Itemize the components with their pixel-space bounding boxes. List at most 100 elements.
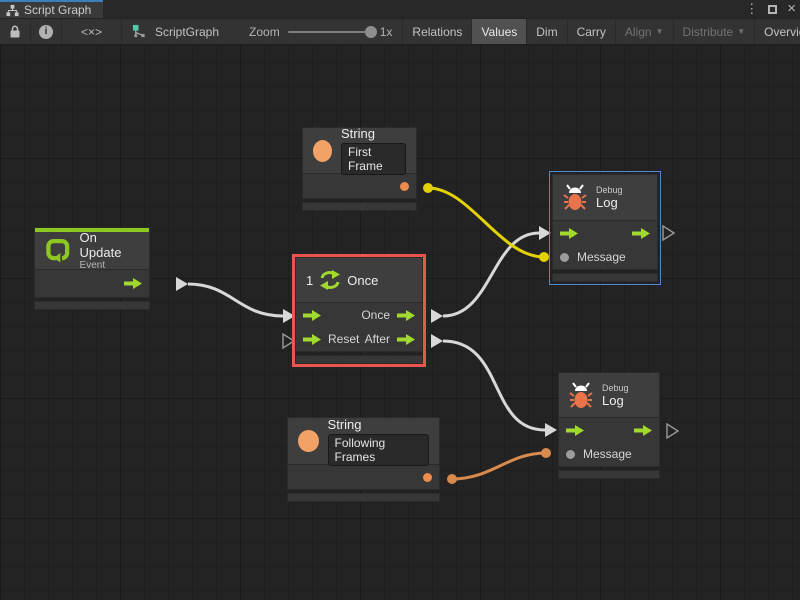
code-view-button[interactable]: <×>	[62, 19, 122, 44]
info-icon: i	[39, 24, 53, 39]
maximize-icon[interactable]	[768, 4, 778, 14]
node-title: String	[340, 126, 375, 141]
node-surtitle: Debug	[602, 382, 629, 393]
zoom-slider-knob[interactable]	[364, 25, 377, 38]
selection-outline-red: 1 Once Once	[292, 254, 426, 367]
once-out-connector[interactable]	[431, 309, 443, 323]
node-title: Log	[596, 195, 618, 210]
message-top-in-connector[interactable]	[539, 252, 549, 262]
zoom-slider[interactable]	[287, 25, 377, 38]
port-label-after: After	[364, 332, 390, 346]
align-button[interactable]: Align ▼	[616, 19, 674, 44]
port-label-message: Message	[583, 447, 632, 461]
relations-button[interactable]: Relations	[403, 19, 473, 44]
node-title: String	[327, 416, 362, 432]
once-count-badge: 1	[306, 272, 314, 288]
debug-bottom-enter-connector[interactable]	[545, 423, 557, 437]
node-surtitle: Debug	[596, 185, 623, 195]
port-label-once: Once	[361, 308, 390, 322]
event-accent-bar	[34, 227, 150, 232]
string-following-out-connector[interactable]	[447, 474, 457, 484]
values-button[interactable]: Values	[472, 19, 528, 44]
bug-icon	[569, 381, 593, 408]
wire-string-following-to-message	[451, 451, 547, 481]
window-menu-icon[interactable]: ⋮	[745, 1, 759, 16]
port-label-message: Message	[577, 250, 626, 264]
flow-output-port[interactable]	[634, 424, 652, 436]
tab-label: Script Graph	[24, 3, 92, 17]
graph-name-label: ScriptGraph	[155, 24, 220, 39]
lock-button[interactable]	[0, 19, 31, 44]
node-debug-log-top[interactable]: Debug Log Message	[552, 174, 658, 282]
string-value-field[interactable]: First Frame	[340, 143, 406, 175]
debug-top-enter-connector[interactable]	[539, 226, 551, 240]
node-string-following-frames[interactable]: String Following Frames	[287, 417, 440, 502]
graph-hierarchy-icon	[6, 4, 19, 16]
message-input-port[interactable]	[566, 449, 575, 459]
titlebar: Script Graph ⋮ ×	[0, 0, 800, 18]
script-graph-icon	[132, 24, 145, 38]
string-first-out-connector[interactable]	[423, 183, 433, 193]
once-output-port[interactable]	[397, 309, 415, 321]
distribute-button[interactable]: Distribute ▼	[674, 19, 756, 44]
node-footer	[287, 493, 440, 502]
chevron-down-icon: ▼	[655, 27, 664, 36]
string-output-port[interactable]	[400, 181, 409, 191]
node-once[interactable]: 1 Once Once	[295, 257, 423, 364]
message-bottom-in-connector[interactable]	[541, 448, 551, 458]
flow-output-port[interactable]	[124, 278, 142, 289]
node-title: On Update	[79, 230, 122, 260]
carry-button[interactable]: Carry	[568, 19, 616, 44]
node-footer	[302, 202, 417, 211]
node-on-update[interactable]: On Update Event	[34, 227, 150, 310]
once-enter-connector[interactable]	[283, 309, 295, 323]
wire-string-first-to-message	[427, 186, 545, 259]
string-value-field[interactable]: Following Frames	[327, 433, 429, 466]
node-footer	[34, 301, 150, 310]
close-icon[interactable]: ×	[787, 0, 796, 17]
once-reset-connector[interactable]	[282, 332, 296, 350]
selection-outline-blue: Debug Log Message	[549, 171, 661, 285]
flow-input-port[interactable]	[566, 424, 584, 436]
node-subtitle: Event	[79, 260, 106, 271]
graph-toolbar: i <×> ScriptGraph Zoom 1x Relations Valu…	[0, 18, 800, 45]
after-out-connector[interactable]	[431, 334, 443, 348]
string-output-port[interactable]	[423, 472, 432, 482]
wire-after-to-debug-bottom	[442, 339, 546, 432]
code-icon: <×>	[80, 24, 103, 39]
debug-top-exit-connector[interactable]	[662, 224, 676, 242]
node-footer	[295, 355, 423, 364]
dim-button[interactable]: Dim	[527, 19, 568, 44]
message-input-port[interactable]	[560, 252, 569, 262]
node-title: Log	[602, 392, 624, 408]
overview-button[interactable]: Overview	[755, 19, 800, 44]
wire-layer	[176, 183, 680, 484]
tab-script-graph[interactable]: Script Graph	[0, 0, 104, 18]
info-button[interactable]: i	[31, 19, 62, 44]
loop-event-icon	[46, 239, 70, 263]
flow-input-port[interactable]	[560, 227, 578, 239]
node-debug-log-bottom[interactable]: Debug Log Message	[558, 372, 660, 479]
string-type-icon	[313, 139, 332, 162]
bug-icon	[563, 184, 587, 210]
port-label-reset: Reset	[328, 332, 360, 346]
graph-canvas[interactable]: String First Frame On Update	[0, 45, 800, 600]
after-output-port[interactable]	[397, 333, 415, 345]
node-footer	[552, 273, 658, 282]
flow-input-port[interactable]	[303, 309, 321, 321]
chevron-down-icon: ▼	[737, 27, 746, 36]
cycle-icon	[320, 270, 341, 290]
zoom-label: Zoom	[249, 24, 280, 39]
lock-icon	[10, 25, 20, 38]
string-type-icon	[298, 430, 319, 452]
node-footer	[558, 470, 660, 479]
node-string-first-frame[interactable]: String First Frame	[302, 126, 417, 211]
debug-bottom-exit-connector[interactable]	[666, 422, 680, 440]
reset-input-port[interactable]	[303, 333, 321, 345]
on-update-out-connector[interactable]	[176, 277, 188, 291]
wire-once-to-debug-top	[442, 231, 540, 318]
zoom-value: 1x	[379, 24, 393, 39]
node-title: Once	[347, 272, 379, 288]
flow-output-port[interactable]	[632, 227, 650, 239]
